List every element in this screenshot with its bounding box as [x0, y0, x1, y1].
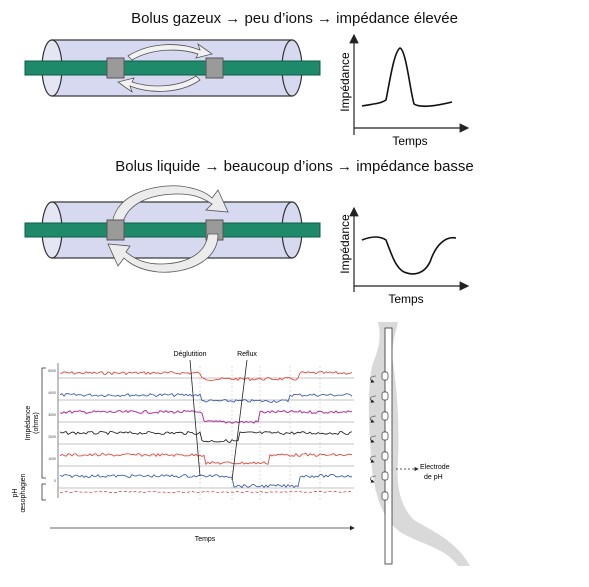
impedance-trace	[59, 452, 353, 466]
gas-electrode-left	[106, 57, 125, 79]
liquid-flow-arrow-top	[111, 185, 229, 229]
gas-flow-arrow-bottom	[117, 75, 201, 94]
deglutition-label: Déglutition	[173, 351, 206, 358]
channel-scale-label: 3000	[48, 413, 56, 417]
impedance-trace	[59, 370, 353, 382]
gas-electrode-right	[205, 57, 224, 79]
channel-pointer-arrow	[370, 375, 377, 383]
liquid-impedance-graph	[349, 206, 470, 292]
channel-scale-label: 5000	[48, 369, 56, 373]
reflux-pointer	[231, 359, 248, 481]
gas-flow-arrow-top	[127, 42, 213, 61]
catheter-electrode	[381, 411, 389, 421]
channel-scale-label: 1000	[48, 457, 56, 461]
impedance-trace	[59, 409, 353, 424]
channel-pointer-arrows	[370, 375, 377, 483]
impedance-trace	[59, 393, 353, 403]
ph-catheter	[384, 327, 393, 565]
catheter-electrode	[381, 491, 389, 501]
channel-pointer-arrow	[370, 475, 377, 483]
catheter-electrode	[381, 391, 389, 401]
liquid-x-axis-label: Temps	[388, 292, 423, 306]
ph-bracket	[41, 483, 46, 501]
channel-scale-label: 4000	[48, 391, 56, 395]
gas-bolus-title: Bolus gazeux → peu d’ions → impédance él…	[131, 10, 458, 27]
liquid-y-axis-label: Impédance	[338, 214, 352, 274]
catheter-electrode	[381, 471, 389, 481]
reflux-label: Reflux	[237, 351, 257, 358]
liquid-bolus-title: Bolus liquide → beaucoup d’ions → impéda…	[115, 158, 474, 175]
channel-scale-label: 0	[54, 479, 56, 483]
channel-pointer-arrow	[370, 395, 377, 403]
liquid-catheter	[24, 222, 321, 238]
ph-axis-label: pH	[12, 489, 19, 498]
electrode-label: Electrode	[420, 464, 450, 471]
gas-x-axis-label: Temps	[392, 134, 427, 148]
catheter-electrodes	[381, 371, 389, 501]
deglutition-pointer	[189, 359, 201, 477]
impedance-trace	[59, 431, 353, 443]
esophagus-silhouette	[368, 322, 470, 566]
liquid-flow-arrow-bottom	[107, 233, 219, 273]
ohms-axis-label: (ohms)	[33, 412, 40, 434]
gas-catheter	[24, 60, 321, 76]
time-axis-label: Temps	[195, 536, 216, 543]
impedance-trace	[59, 473, 353, 489]
catheter-electrode	[381, 371, 389, 381]
de-ph-label: de pH	[424, 474, 443, 481]
impedance-axis-label: Impédance	[25, 406, 32, 441]
channel-pointer-arrow	[370, 435, 377, 443]
channel-pointer-arrow	[370, 455, 377, 463]
catheter-electrode	[381, 431, 389, 441]
liquid-electrode-left	[106, 219, 125, 241]
impedance-ph-tracing: 5000 4000 3000 2000 1000 0	[48, 363, 354, 500]
oesophagien-axis-label: œsophagien	[20, 473, 27, 512]
channel-scale-label: 2000	[48, 435, 56, 439]
gas-y-axis-label: Impédance	[338, 52, 352, 112]
catheter-electrode	[381, 451, 389, 461]
channel-pointer-arrow	[370, 415, 377, 423]
gas-impedance-graph	[349, 33, 470, 135]
ph-trace	[59, 490, 352, 494]
impedance-bracket	[41, 367, 46, 479]
